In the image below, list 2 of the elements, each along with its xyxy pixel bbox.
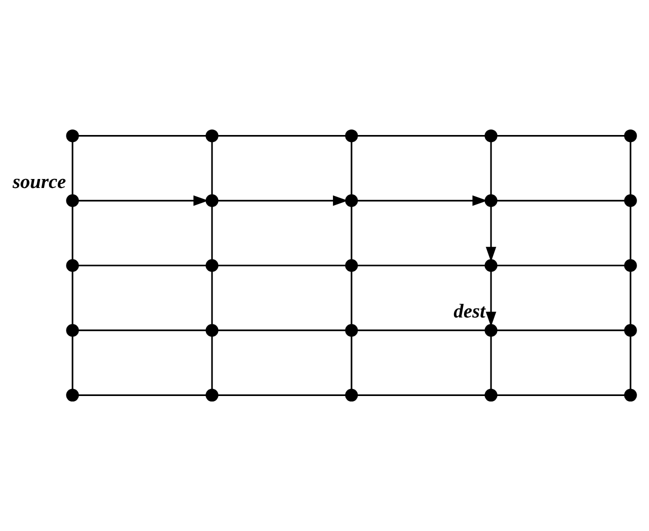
node-label: source — [12, 170, 66, 193]
node-label: dest — [454, 300, 486, 323]
